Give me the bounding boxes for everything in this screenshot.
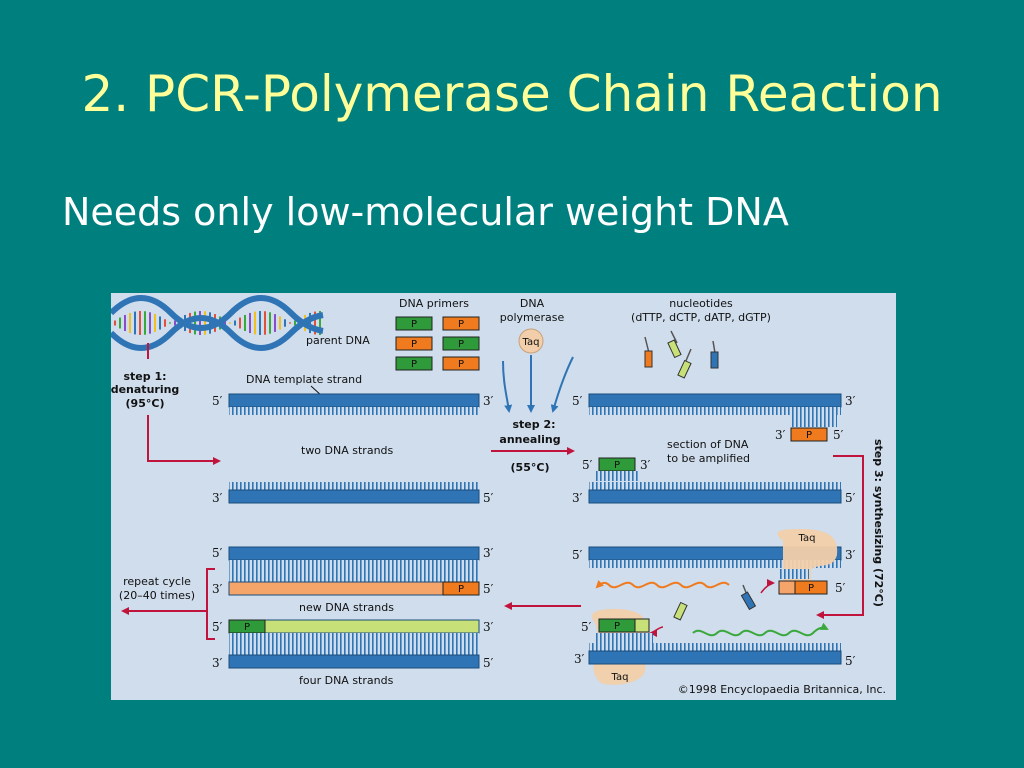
annealed-bottom [588,457,842,504]
label-nucleotides: (dTTP, dCTP, dATP, dGTP) [631,311,771,324]
end-3prime: 3′ [572,491,583,505]
primer-label: P [808,583,814,594]
end-3prime: 3′ [640,458,651,472]
end-5prime: 5′ [845,654,856,668]
end-3prime: 3′ [574,652,585,666]
end-5prime: 5′ [483,582,494,596]
end-3prime: 3′ [212,582,223,596]
step2-temp: (55°C) [511,461,550,474]
end-3prime: 3′ [775,428,786,442]
step1-label: step 1: [123,370,166,383]
step3-label: step 3: synthesizing (72°C) [872,439,885,607]
end-5prime: 5′ [572,548,583,562]
end-3prime: 3′ [845,394,856,408]
label-repeat-cycle: (20–40 times) [119,589,195,602]
primer-label: P [458,359,464,370]
end-5prime: 5′ [483,491,494,505]
primer-set [395,316,480,371]
end-5prime: 5′ [212,546,223,560]
step2-label: step 2: [512,418,555,431]
annealed-top [588,393,842,442]
step1-temp: (95°C) [126,397,165,410]
end-5prime: 5′ [833,428,844,442]
strand-bottom-left [228,482,480,504]
end-3prime: 3′ [212,491,223,505]
end-5prime: 5′ [581,620,592,634]
end-3prime: 3′ [483,620,494,634]
slide-bullet: Needs only low-molecular weight DNA [62,190,789,234]
pcr-diagram: parent DNA step 1: denaturing (95°C) DNA… [111,293,896,700]
taq-label: Taq [522,337,540,348]
label-repeat-cycle: repeat cycle [123,575,191,588]
step3-arrow [816,455,864,619]
slide-title: 2. PCR-Polymerase Chain Reaction [81,65,943,123]
strand-top-left [228,393,480,415]
end-5prime: 5′ [845,491,856,505]
label-polymerase: polymerase [500,311,565,324]
label-section: to be amplified [667,452,750,465]
nucleotides-green-arrow [692,622,829,637]
primer-label: P [458,584,464,595]
step1-label-name: denaturing [111,383,179,396]
taq-enzyme [518,328,544,354]
parent-dna-helix [111,295,324,351]
end-5prime: 5′ [483,656,494,670]
label-two-strands: two DNA strands [301,444,394,457]
primer-label: P [614,460,620,471]
label-nucleotides: nucleotides [669,297,733,310]
synth-bottom [588,609,842,685]
primer-label: P [411,359,417,370]
end-3prime: 3′ [212,656,223,670]
primer-label: P [244,622,250,633]
label-new-strands: new DNA strands [299,601,394,614]
copyright: ©1998 Encyclopaedia Britannica, Inc. [678,683,886,696]
end-5prime: 5′ [572,394,583,408]
end-5prime: 5′ [835,581,846,595]
step2-label-name: annealing [499,433,560,446]
taq-label: Taq [798,533,816,544]
primer-label: P [458,319,464,330]
primer-label: P [614,621,620,632]
label-section: section of DNA [667,438,749,451]
label-dna-primers: DNA primers [399,297,469,310]
four-strands [228,546,480,669]
label-polymerase: DNA [520,297,545,310]
nucleotides-orange-arrow [595,579,730,589]
synth-top [588,529,842,595]
primer-label: P [458,339,464,350]
end-3prime: 3′ [845,548,856,562]
end-5prime: 5′ [212,394,223,408]
primer-label: P [411,339,417,350]
taq-label: Taq [611,672,629,683]
label-four-strands: four DNA strands [299,674,394,687]
primer-label: P [411,319,417,330]
end-3prime: 3′ [483,546,494,560]
label-parent-dna: parent DNA [306,334,370,347]
repeat-bracket [206,568,215,640]
step1-arrow [147,343,219,461]
label-template-strand: DNA template strand [246,373,362,386]
end-5prime: 5′ [582,458,593,472]
end-5prime: 5′ [212,620,223,634]
nucleotide-icons [644,330,719,379]
end-3prime: 3′ [483,394,494,408]
primer-label: P [806,430,812,441]
